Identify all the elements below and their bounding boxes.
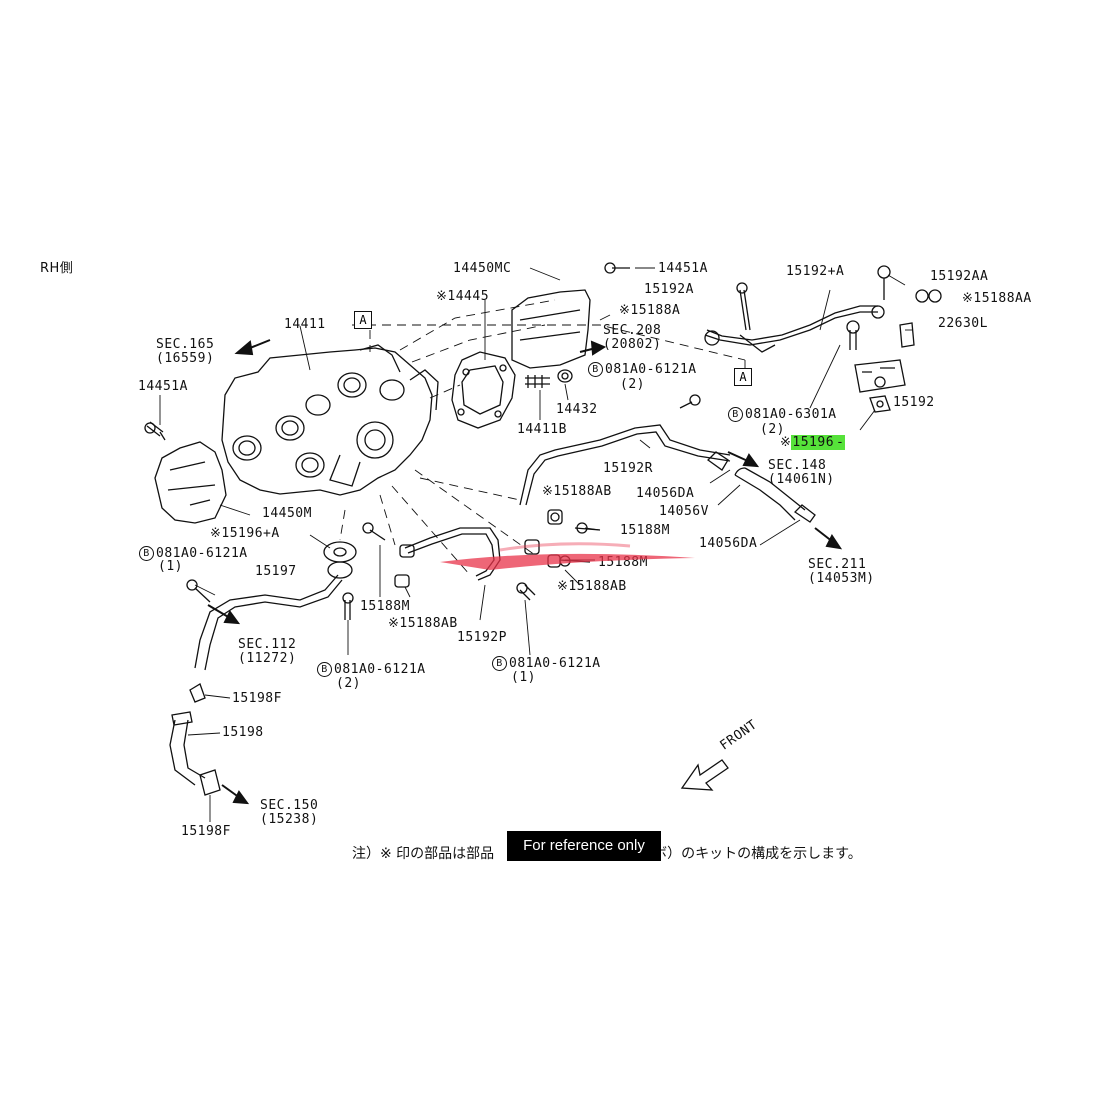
hose-drawing-15198 bbox=[169, 711, 221, 796]
bolt-qty-1: (2) bbox=[620, 377, 645, 392]
bolt-b-mark: B bbox=[139, 546, 154, 561]
oil-feed-pipe-drawing bbox=[704, 265, 942, 353]
part-label-15188a[interactable]: ※15188A bbox=[619, 303, 681, 318]
side-label: RH側 bbox=[40, 261, 74, 276]
part-label-15198f-b[interactable]: 15198F bbox=[181, 824, 231, 839]
part-label-15192a-plus[interactable]: 15192+A bbox=[786, 264, 845, 279]
stud-drawing-14411b bbox=[525, 369, 573, 388]
section-ref-150[interactable]: SEC.150 (15238) bbox=[260, 799, 318, 827]
section-code: SEC.211 bbox=[808, 557, 867, 572]
turbo-manifold-drawing bbox=[221, 344, 439, 496]
section-arrows bbox=[207, 339, 843, 805]
gasket-drawing-14445 bbox=[451, 351, 516, 429]
part-label-15197[interactable]: 15197 bbox=[255, 564, 297, 579]
bolt-code: 081A0-6121A bbox=[334, 662, 426, 677]
part-label-15192p[interactable]: 15192P bbox=[457, 630, 507, 645]
reference-only-banner: For reference only bbox=[507, 831, 661, 861]
bolt-code: 081A0-6121A bbox=[156, 546, 248, 561]
part-label-14411b[interactable]: 14411B bbox=[517, 422, 567, 437]
coolant-pipe-drawing-15192r bbox=[519, 394, 731, 506]
highlight-tail: - bbox=[835, 435, 846, 450]
hose-drawing-14056v bbox=[734, 467, 816, 523]
section-ref-148[interactable]: SEC.148 (14061N) bbox=[768, 459, 835, 487]
bolt-code: 081A0-6301A bbox=[745, 407, 837, 422]
part-label-14450mc[interactable]: 14450MC bbox=[453, 261, 512, 276]
section-part: (20802) bbox=[603, 337, 662, 352]
footnote-left: 注）※ 印の部品は部品 bbox=[352, 846, 495, 862]
part-label-15188ab-a[interactable]: ※15188AB bbox=[542, 484, 612, 499]
gasket-drawing-15196a bbox=[323, 541, 357, 620]
section-ref-208[interactable]: SEC.208 (20802) bbox=[603, 324, 661, 352]
bolt-qty-4: (2) bbox=[336, 676, 361, 691]
watermark-logo bbox=[440, 542, 695, 570]
section-code: SEC.208 bbox=[603, 323, 662, 338]
part-label-15198[interactable]: 15198 bbox=[222, 725, 264, 740]
part-label-14056v[interactable]: 14056V bbox=[659, 504, 709, 519]
section-part: (15238) bbox=[260, 812, 319, 827]
part-label-14056da-b[interactable]: 14056DA bbox=[699, 536, 758, 551]
bolt-b-mark: B bbox=[588, 362, 603, 377]
part-label-15188ab-b[interactable]: ※15188AB bbox=[388, 616, 458, 631]
section-part: (14061N) bbox=[768, 472, 835, 487]
bolt-qty-5: (1) bbox=[511, 670, 536, 685]
bolt-b-mark: B bbox=[492, 656, 507, 671]
section-part: (14053M) bbox=[808, 571, 875, 586]
part-label-14411[interactable]: 14411 bbox=[284, 317, 326, 332]
part-label-15196a[interactable]: ※15196+A bbox=[210, 526, 280, 541]
section-ref-112[interactable]: SEC.112 (11272) bbox=[238, 638, 296, 666]
part-label-14445[interactable]: ※14445 bbox=[436, 289, 490, 304]
part-label-15192r[interactable]: 15192R bbox=[603, 461, 653, 476]
part-label-14056da-a[interactable]: 14056DA bbox=[636, 486, 695, 501]
part-label-15192aa[interactable]: 15192AA bbox=[930, 269, 989, 284]
part-label-14451a-left[interactable]: 14451A bbox=[138, 379, 188, 394]
bolt-qty-2: (2) bbox=[760, 422, 785, 437]
part-label-15188ab-c[interactable]: ※15188AB bbox=[557, 579, 627, 594]
part-label-14432[interactable]: 14432 bbox=[556, 402, 598, 417]
section-ref-211[interactable]: SEC.211 (14053M) bbox=[808, 558, 875, 586]
part-label-14450m[interactable]: 14450M bbox=[262, 506, 312, 521]
section-code: SEC.150 bbox=[260, 798, 319, 813]
fitting-drawing-15192 bbox=[846, 320, 915, 413]
heat-shield-lower-drawing bbox=[154, 441, 227, 524]
bolt-b-mark: B bbox=[728, 407, 743, 422]
part-label-14451a-top[interactable]: 14451A bbox=[658, 261, 708, 276]
bolt-code: 081A0-6121A bbox=[605, 362, 697, 377]
part-label-15192[interactable]: 15192 bbox=[893, 395, 935, 410]
part-label-15192a[interactable]: 15192A bbox=[644, 282, 694, 297]
leader-lines bbox=[159, 267, 912, 822]
heat-shield-upper-drawing bbox=[511, 262, 630, 369]
callout-a-box: A bbox=[734, 368, 752, 386]
bolt-b-mark: B bbox=[317, 662, 332, 677]
bolt-code: 081A0-6121A bbox=[509, 656, 601, 671]
section-code: SEC.165 bbox=[156, 337, 215, 352]
front-direction-arrow bbox=[680, 759, 729, 791]
part-label-22630l[interactable]: 22630L bbox=[938, 316, 988, 331]
kit-mark: ※ bbox=[780, 435, 792, 450]
part-label-15188m-b[interactable]: 15188M bbox=[360, 599, 410, 614]
part-label-15188m-a[interactable]: 15188M bbox=[620, 523, 670, 538]
part-label-15188aa[interactable]: ※15188AA bbox=[962, 291, 1032, 306]
water-pipe-drawing-15197 bbox=[186, 574, 343, 703]
bolt-drawing-14451a bbox=[144, 421, 166, 441]
part-label-15196[interactable]: ※15196- bbox=[780, 435, 846, 450]
section-part: (11272) bbox=[238, 651, 297, 666]
callout-a-box: A bbox=[354, 311, 372, 329]
section-part: (16559) bbox=[156, 351, 215, 366]
dashed-reference-lines bbox=[339, 299, 746, 576]
highlighted-part-number: 15196 bbox=[791, 435, 836, 450]
section-code: SEC.148 bbox=[768, 458, 827, 473]
bolt-qty-3: (1) bbox=[158, 559, 183, 574]
section-ref-165[interactable]: SEC.165 (16559) bbox=[156, 338, 214, 366]
section-code: SEC.112 bbox=[238, 637, 297, 652]
part-label-15198f-a[interactable]: 15198F bbox=[232, 691, 282, 706]
